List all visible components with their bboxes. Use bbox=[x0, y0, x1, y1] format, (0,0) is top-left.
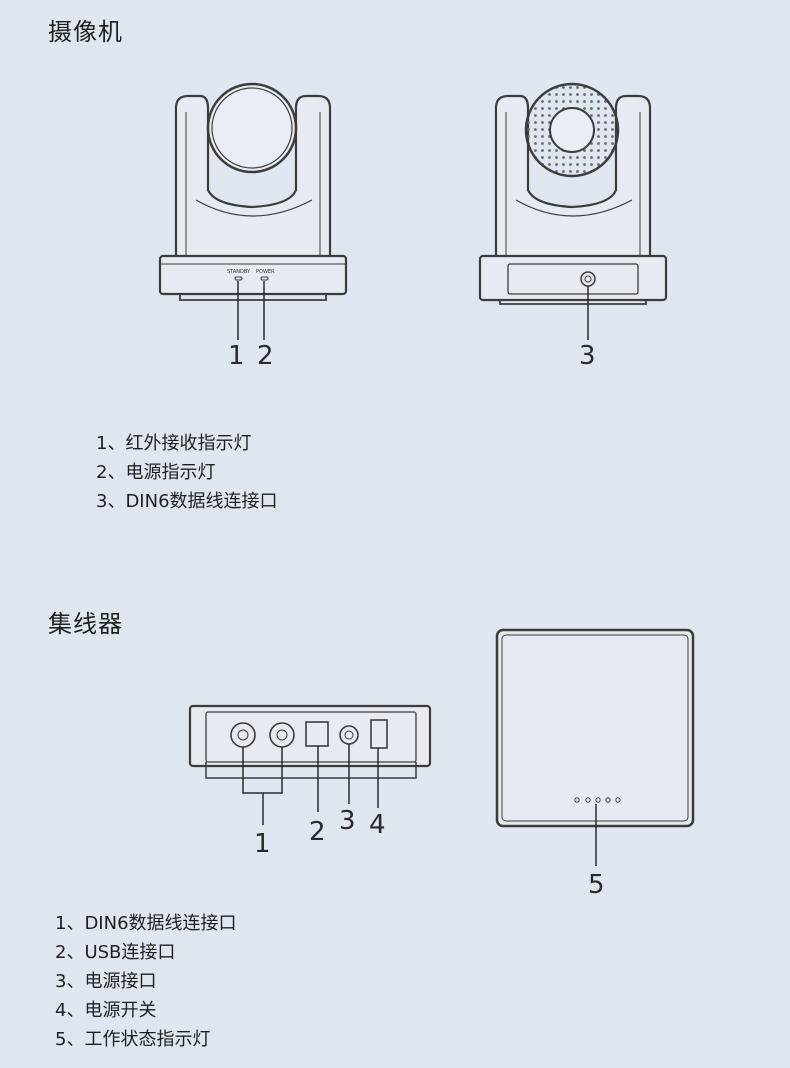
hub-section-title: 集线器 bbox=[48, 610, 123, 638]
camera-legend-item: 1、红外接收指示灯 bbox=[96, 433, 252, 454]
hub-callout-1: 1 bbox=[254, 829, 271, 859]
hub-back-view bbox=[188, 704, 432, 779]
camera-callout-1: 1 bbox=[228, 341, 245, 371]
hub-legend-item: 2、USB连接口 bbox=[55, 942, 176, 963]
camera-legend-item: 3、DIN6数据线连接口 bbox=[96, 491, 278, 512]
hub-callout-5: 5 bbox=[588, 870, 605, 900]
hub-callout-4: 4 bbox=[369, 810, 386, 840]
hub-callout-2: 2 bbox=[309, 817, 326, 847]
camera-callout-3: 3 bbox=[579, 341, 596, 371]
camera-front-leader-lines bbox=[237, 281, 265, 340]
power-label: POWER bbox=[256, 269, 275, 275]
hub-legend-item: 5、工作状态指示灯 bbox=[55, 1029, 211, 1050]
camera-section-title: 摄像机 bbox=[48, 18, 123, 46]
standby-label: STANDBY bbox=[227, 269, 251, 275]
camera-legend: 1、红外接收指示灯 2、电源指示灯 3、DIN6数据线连接口 bbox=[96, 429, 278, 516]
hub-callout-3: 3 bbox=[339, 806, 356, 836]
camera-front-view bbox=[158, 82, 348, 301]
hub-top-view bbox=[495, 628, 695, 828]
hub-legend: 1、DIN6数据线连接口 2、USB连接口 3、电源接口 4、电源开关 5、工作… bbox=[55, 909, 237, 1054]
hub-legend-item: 3、电源接口 bbox=[55, 971, 157, 992]
camera-back-view bbox=[478, 82, 668, 305]
hub-legend-item: 4、电源开关 bbox=[55, 1000, 157, 1021]
camera-callout-2: 2 bbox=[257, 341, 274, 371]
hub-back-leader-lines bbox=[242, 744, 379, 825]
camera-legend-item: 2、电源指示灯 bbox=[96, 462, 216, 483]
hub-legend-item: 1、DIN6数据线连接口 bbox=[55, 913, 237, 934]
